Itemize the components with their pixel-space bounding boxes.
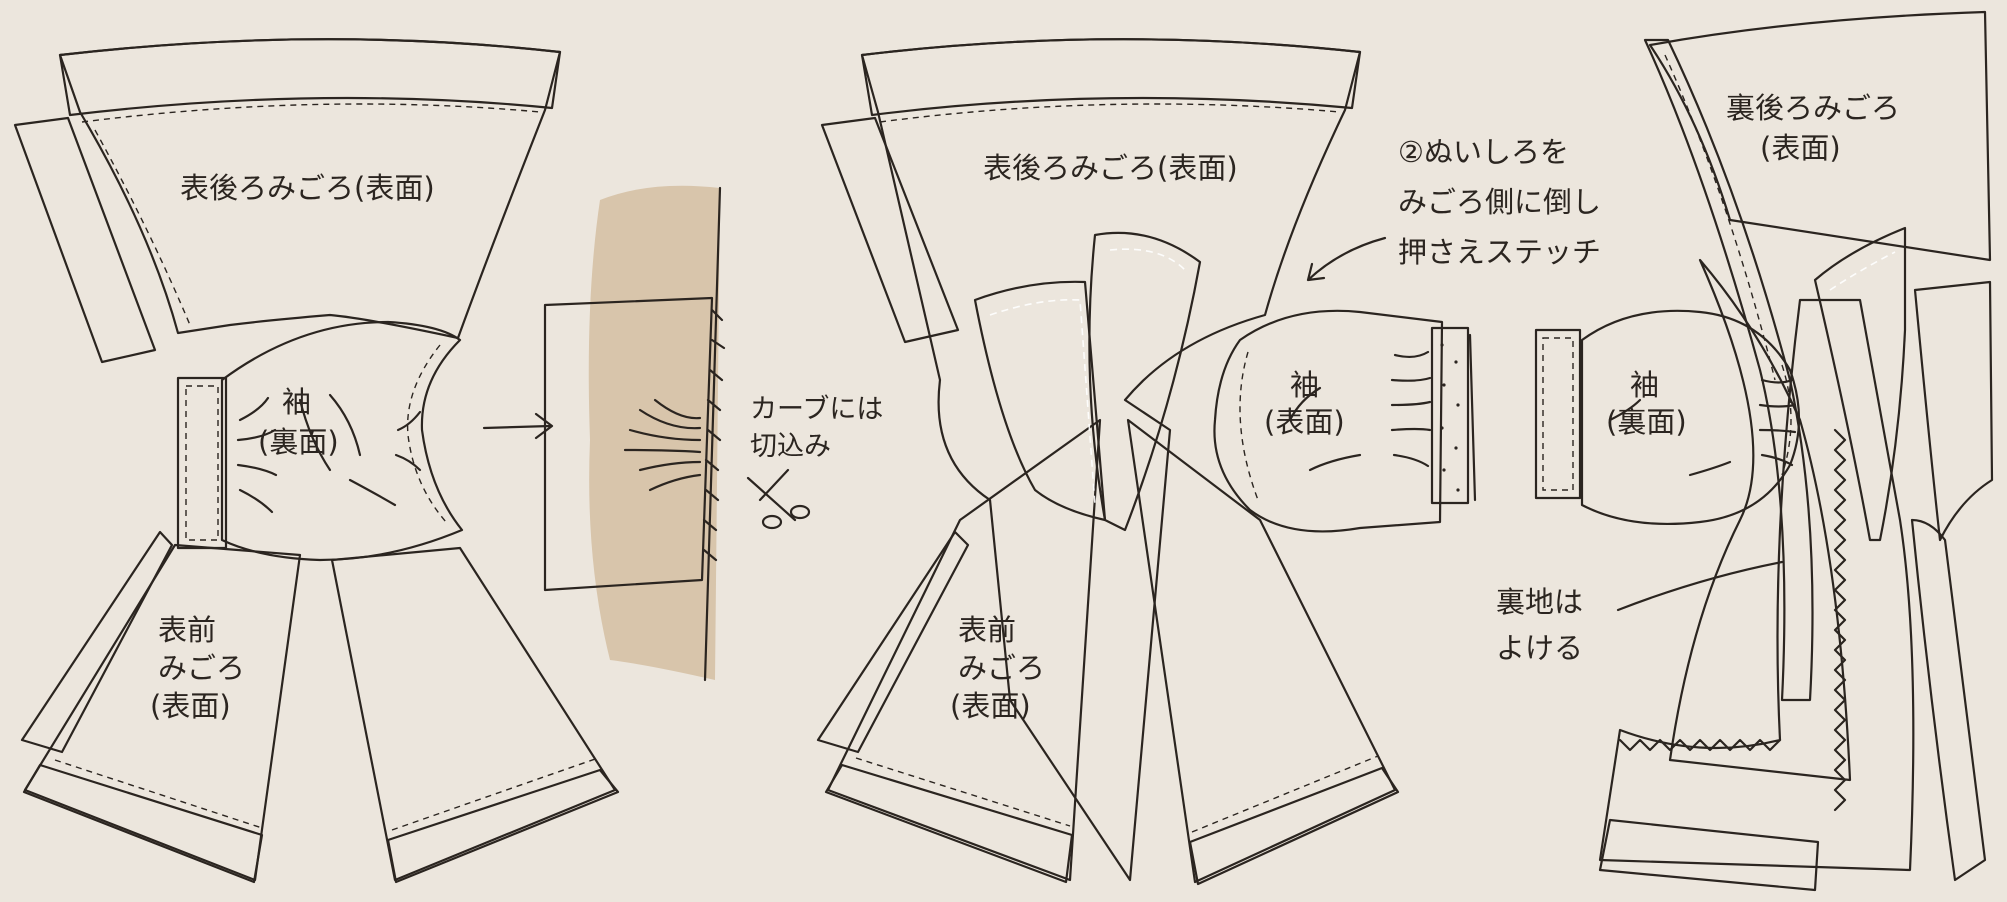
left-back-body-label: 表後ろみごろ(表面) [180, 171, 435, 205]
right-sleeve-label-1: 袖 [1630, 368, 1659, 402]
right-lapel [1813, 226, 1907, 542]
mid-lapel-left [973, 280, 1107, 522]
curved-arrow-icon [1306, 236, 1387, 282]
mid-instruction-3: 押さえステッチ [1398, 235, 1601, 269]
mid-facing-strip-top [820, 116, 960, 344]
mid-front-body-a [826, 418, 1102, 882]
right-lining-back-label-2: (表面) [1760, 131, 1841, 165]
left-facing-strip-bottom [20, 530, 174, 754]
panel-step-left: 表後ろみごろ(表面) 袖 (裏面) 表前 みごろ (表面) [13, 38, 620, 884]
right-lining-note-1: 裏地は [1496, 585, 1583, 619]
mid-instruction-1: ②ぬいしろを [1398, 135, 1569, 169]
left-sleeve-cuff [176, 376, 228, 550]
mid-sleeve-label-2: (表面) [1264, 405, 1345, 439]
scissors-icon [746, 468, 811, 530]
right-lining-back [1648, 10, 1992, 262]
mid-front-label-1: 表前 [958, 613, 1016, 647]
lining-note-leader-line [1616, 560, 1784, 612]
mid-front-hem-a [824, 763, 1074, 884]
right-outer-strip [1643, 38, 1814, 702]
left-sleeve-label-1: 袖 [282, 385, 311, 419]
left-back-hem-band [58, 38, 562, 117]
right-sleeve-label-2: (裏面) [1606, 405, 1687, 439]
detail-fabric-backdrop [588, 185, 720, 680]
left-front-label-1: 表前 [158, 613, 216, 647]
mid-back-hem-band [860, 38, 1362, 117]
right-hem-band [1598, 818, 1820, 892]
detail-curve-note-2: 切込み [750, 431, 831, 462]
right-sleeve-cuff [1534, 328, 1582, 500]
right-sleeve [1580, 309, 1801, 526]
right-side-body [1913, 280, 1994, 542]
panel-detail: カーブには 切込み [482, 185, 883, 682]
mid-sleeve-label-1: 袖 [1290, 368, 1319, 402]
left-front-label-2: みごろ [158, 651, 245, 685]
mid-front-body-b [1126, 418, 1397, 884]
left-front-hem-b [386, 768, 620, 884]
left-facing-strip-top [13, 116, 157, 364]
panel-step-middle: 表後ろみごろ(表面) 袖 (表面) 表前 みごろ (表面) ②ぬいしろを みごろ… [816, 38, 1601, 886]
detail-arrow-right-icon [482, 412, 554, 440]
right-lining-back-label-1: 裏後ろみごろ [1726, 91, 1900, 125]
left-front-body-b [330, 546, 617, 882]
mid-front-label-3: (表面) [950, 689, 1031, 723]
left-sleeve-label-2: (裏面) [258, 425, 339, 459]
mid-instruction-2: みごろ側に倒し [1398, 185, 1601, 219]
mid-sleeve [1213, 309, 1444, 533]
mid-sleeve-cuff [1430, 326, 1470, 505]
mid-back-body-label: 表後ろみごろ(表面) [983, 151, 1238, 185]
right-lining-front [1668, 258, 1852, 782]
right-side-body-lower [1910, 518, 1987, 882]
mid-lapel-right [1088, 231, 1202, 532]
right-lining-note-2: よける [1496, 631, 1583, 665]
left-front-label-3: (表面) [150, 689, 231, 723]
mid-front-hem-b [1188, 766, 1400, 886]
detail-curve-note-1: カーブには [750, 394, 883, 425]
detail-sleeve-piece [543, 296, 714, 592]
left-front-hem-a [22, 763, 264, 884]
left-sleeve [220, 320, 464, 562]
mid-facing-strip-bottom [816, 530, 970, 754]
panel-step-right: 裏後ろみごろ (表面) 袖 (裏面) 裏地は よける [1496, 10, 1994, 892]
mid-front-label-2: みごろ [958, 651, 1045, 685]
